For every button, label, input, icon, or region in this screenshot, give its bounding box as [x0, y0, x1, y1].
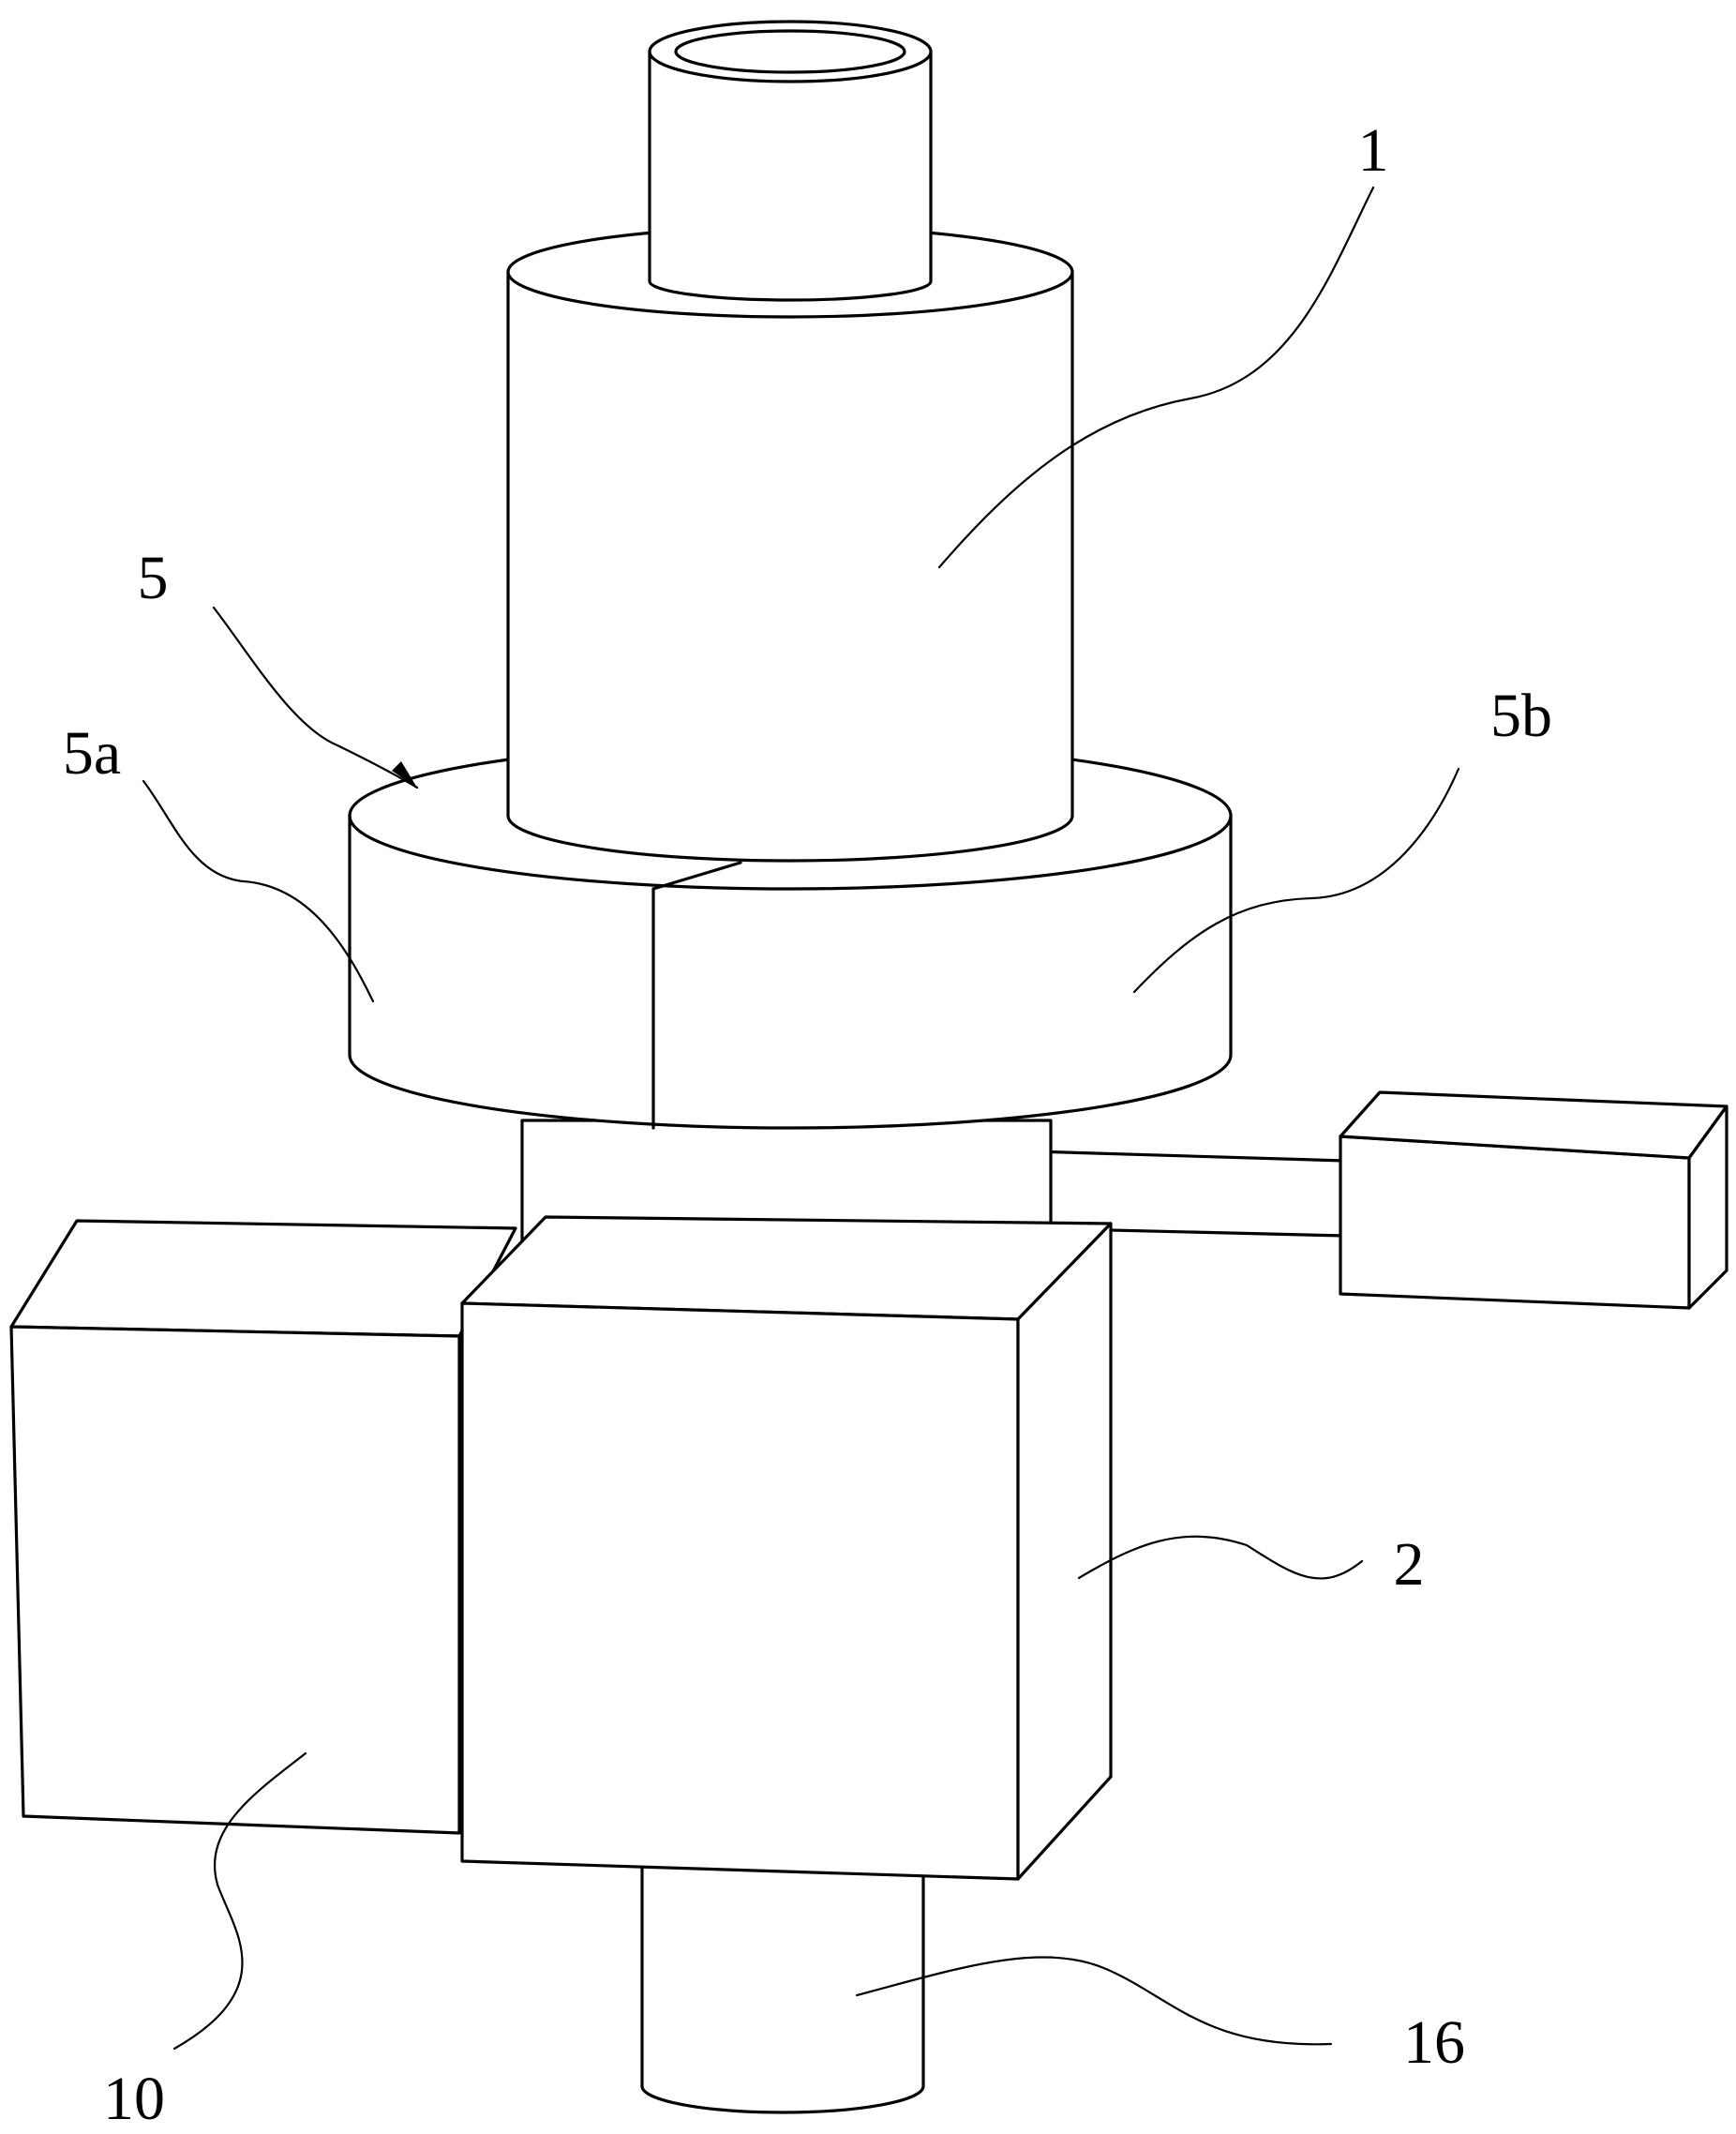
- left-block: [9, 1219, 517, 1835]
- bottom-shaft: [640, 1859, 925, 2114]
- label-1: 1: [1358, 116, 1389, 185]
- leader-2: [1077, 1535, 1364, 1580]
- label-2: 2: [1394, 1530, 1425, 1599]
- label-5: 5: [138, 544, 169, 612]
- reference-labels: 1 5 5a 5b 2 10 16: [63, 116, 1552, 2133]
- top-shaft: [648, 20, 933, 302]
- label-5a: 5a: [63, 719, 121, 788]
- upper-cylinder: [506, 225, 1074, 863]
- arrowhead-5: [392, 761, 417, 788]
- label-16: 16: [1403, 2008, 1465, 2077]
- leader-5a: [142, 779, 375, 1003]
- right-actuator: [1022, 1090, 1729, 1310]
- central-cube: [460, 1215, 1113, 1881]
- leader-16: [855, 1956, 1333, 2046]
- leader-1: [937, 186, 1375, 569]
- leader-10: [172, 1751, 307, 2051]
- leader-5: [212, 606, 419, 789]
- label-10: 10: [103, 2065, 165, 2129]
- leader-5b: [1132, 767, 1460, 994]
- leader-lines: [142, 186, 1460, 2051]
- label-5b: 5b: [1490, 682, 1552, 750]
